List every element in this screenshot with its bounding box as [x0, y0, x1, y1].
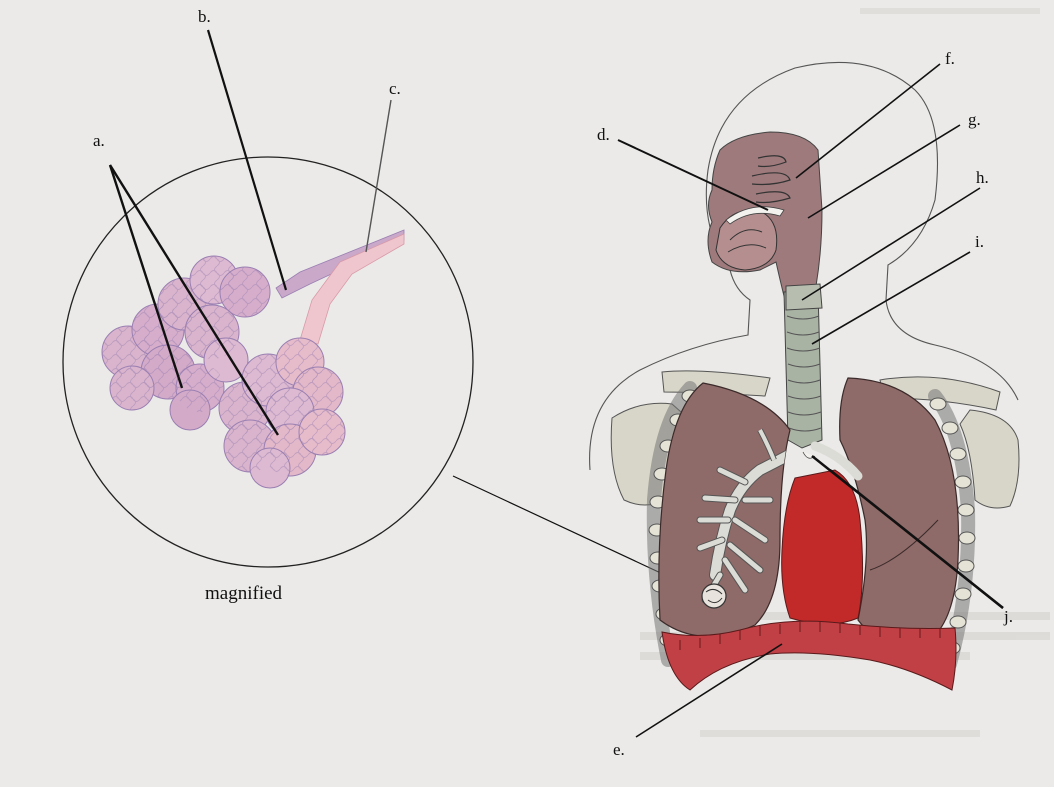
leader-line-c [366, 100, 391, 252]
label-i: i. [975, 232, 984, 251]
label-f: f. [945, 49, 955, 68]
label-a: a. [93, 131, 105, 150]
magnified-caption: magnified [205, 583, 283, 604]
leader-line-f [796, 64, 940, 178]
label-b: b. [198, 7, 211, 26]
bronchiole-stem-c [300, 234, 404, 344]
larynx [786, 284, 822, 310]
leader-line-b [208, 30, 286, 290]
label-d: d. [597, 125, 610, 144]
label-j: j. [1003, 607, 1013, 626]
leader-line-i [812, 252, 970, 344]
label-h: h. [976, 168, 989, 187]
label-g: g. [968, 110, 981, 129]
label-e: e. [613, 740, 625, 759]
trachea [784, 290, 822, 448]
label-c: c. [389, 79, 401, 98]
magnified-view: a. b. c. magnified [63, 7, 473, 604]
lung-alveolus-marker [702, 584, 726, 608]
heart [782, 470, 863, 624]
